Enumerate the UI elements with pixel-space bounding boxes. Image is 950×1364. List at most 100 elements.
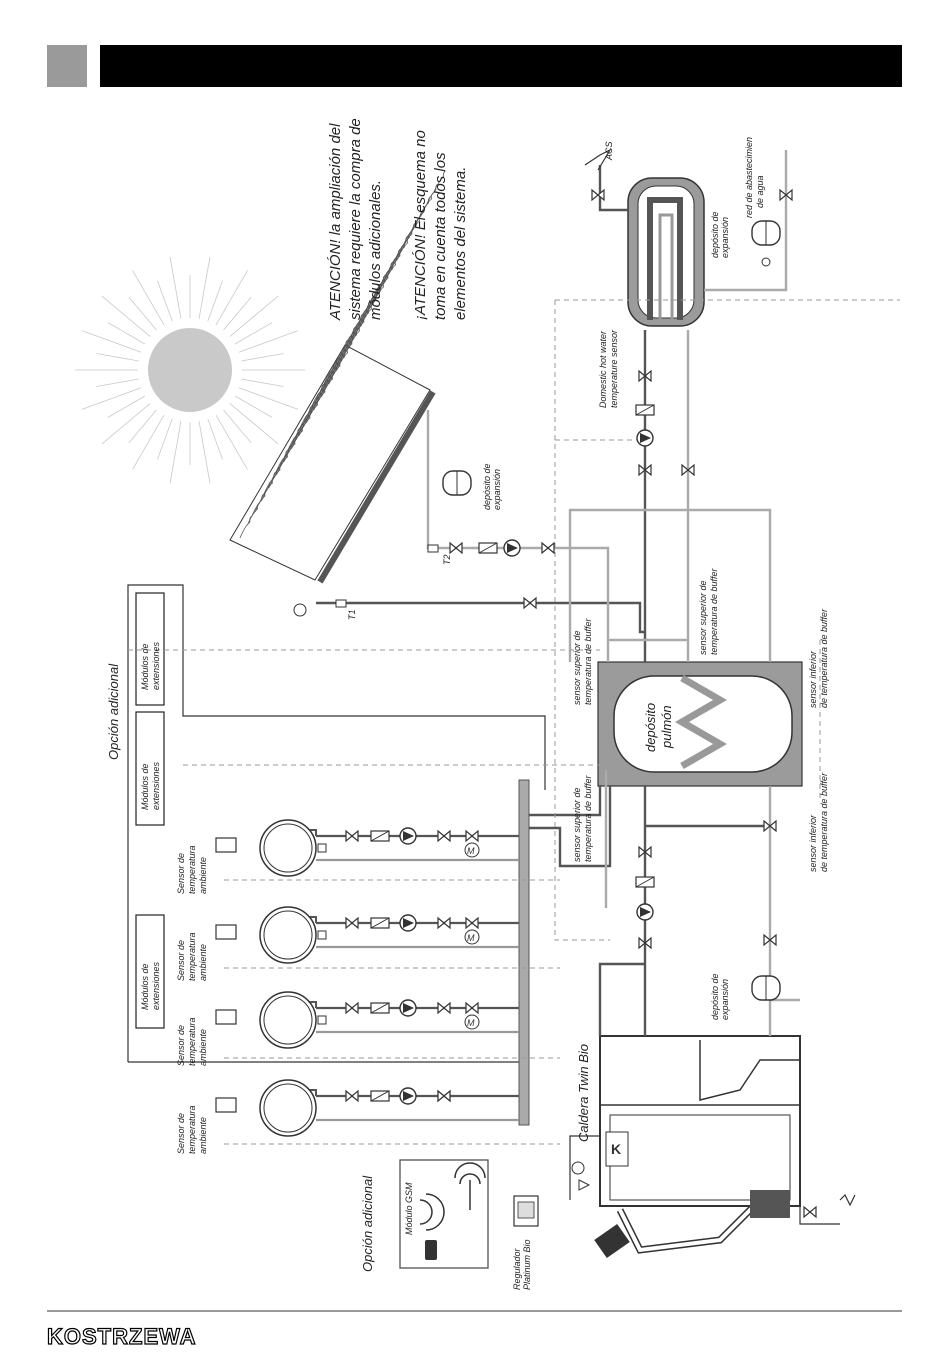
svg-text:depósito: depósito [643,703,658,752]
room-sensor-icon [215,924,237,940]
optional-frame-1 [127,584,546,1062]
svg-text:expansión: expansión [720,979,730,1020]
t2-label: T2 [442,554,452,565]
svg-text:temperatura: temperatura [187,845,197,894]
svg-text:Sensor de: Sensor de [176,1025,186,1066]
expansion-tank-boiler [751,975,781,1001]
solar-collector [229,170,446,584]
svg-text:depósito de: depósito de [710,973,720,1020]
radiator-icon [259,1079,317,1137]
svg-text:de temperatura de buffer: de temperatura de buffer [819,608,829,708]
svg-text:expansión: expansión [720,217,730,258]
svg-text:Módulos de: Módulos de [140,963,150,1010]
corner-square [47,45,87,87]
svg-text:pulmón: pulmón [659,705,674,749]
svg-text:temperatura de buffer: temperatura de buffer [709,567,719,655]
optional-label-1: Opción adicional [106,663,121,760]
module-label-1: Módulos de extensiones [140,641,161,690]
svg-text:temperatura: temperatura [187,1017,197,1066]
sensor-upper-label-1: sensor superior de temperatura de buffer [572,774,593,862]
sensor-upper-label-3: sensor superior de temperatura de buffer [698,567,719,655]
svg-text:ambiente: ambiente [198,1029,208,1066]
svg-text:sensor inferior: sensor inferior [808,650,818,708]
sensor-upper-label-2: sensor superior de temperatura de buffer [572,617,593,705]
svg-text:elementos del sistema.: elementos del sistema. [452,167,469,320]
svg-text:red de abastecimien: red de abastecimien [744,137,754,218]
svg-text:sistema requiere la compra de: sistema requiere la compra de [347,118,364,320]
svg-text:sensor superior de: sensor superior de [572,787,582,862]
acs-label: ACS [604,141,614,161]
header-bar [100,45,902,87]
buffer-label: depósito pulmón [643,703,674,752]
svg-text:temperature sensor: temperature sensor [609,329,619,408]
gsm-label: Módulo GSM [404,1182,414,1235]
room-sensor-icon [215,1009,237,1025]
room-sensor-icon [215,1097,237,1113]
svg-text:temperatura de buffer: temperatura de buffer [583,774,593,862]
svg-text:de temperatura de buffer: de temperatura de buffer [819,772,829,872]
sensor-lower-label-2: sensor inferior de temperatura de buffer [808,608,829,708]
warning-text-2: ¡ATENCIÓN! El esquema no toma en cuenta … [412,130,469,320]
expansion-tank-dhw [751,220,781,246]
dhw-tank [627,177,705,327]
svg-text:extensiones: extensiones [151,761,161,810]
module-box-1 [135,592,165,706]
phone-icon [425,1240,437,1260]
svg-text:sensor superior de: sensor superior de [572,630,582,705]
heating-circuit-1 [215,1079,519,1137]
antenna-icon [454,1162,486,1210]
svg-text:expansión: expansión [492,469,502,510]
radiator-icon [259,991,317,1049]
tap-icon [584,148,612,171]
svg-text:ambiente: ambiente [198,1117,208,1154]
wireless-icon [419,1193,445,1231]
svg-text:ambiente: ambiente [198,857,208,894]
mixing-valve-icon: M [464,1002,480,1030]
sensor-lower-label-1: sensor inferior de temperatura de buffer [808,772,829,872]
heating-circuit-4: M [215,819,519,877]
boiler-label: Caldera Twin Bio [576,1044,591,1142]
svg-text:temperatura de buffer: temperatura de buffer [583,617,593,705]
svg-text:de agua: de agua [755,175,765,208]
radiator-icon [259,819,317,877]
expansion-label-solar: depósito de expansión [482,463,502,510]
svg-text:ambiente: ambiente [198,944,208,981]
mixing-valve-icon: M [464,917,480,945]
expansion-tank-solar [442,470,472,496]
pressure-gauge-icon [571,1161,585,1175]
expansion-label-boiler: depósito de expansión [710,973,730,1020]
svg-text:Módulos de: Módulos de [140,763,150,810]
svg-text:sensor superior de: sensor superior de [698,580,708,655]
boiler: K [594,1035,801,1259]
svg-text:K: K [611,1141,621,1157]
svg-text:extensiones: extensiones [151,641,161,690]
room-sensor-icon [215,837,237,853]
svg-text:depósito de: depósito de [710,211,720,258]
svg-text:Sensor de: Sensor de [176,940,186,981]
svg-text:M: M [467,846,475,856]
svg-text:M: M [467,1018,475,1028]
svg-text:extensiones: extensiones [151,961,161,1010]
brand-logo: KOSTRZEWA [47,1324,197,1349]
sun-icon [75,256,305,484]
svg-text:temperatura: temperatura [187,932,197,981]
expansion-label-dhw: depósito de expansión [710,211,730,258]
svg-text:temperatura: temperatura [187,1105,197,1154]
module-box-3 [135,914,165,1029]
svg-text:Sensor de: Sensor de [176,853,186,894]
safety-valve-icon [578,1179,591,1191]
regulator-label: Regulador Platinum Bio [512,1239,532,1290]
optional-label-2: Opción adicional [360,1175,375,1272]
svg-text:depósito de: depósito de [482,463,492,510]
svg-text:Sensor de: Sensor de [176,1113,186,1154]
buffer-tank [597,661,803,787]
svg-text:Módulos de: Módulos de [140,643,150,690]
svg-text:sensor inferior: sensor inferior [808,814,818,872]
collector-bar [518,779,530,1126]
svg-text:Regulador: Regulador [512,1247,522,1290]
